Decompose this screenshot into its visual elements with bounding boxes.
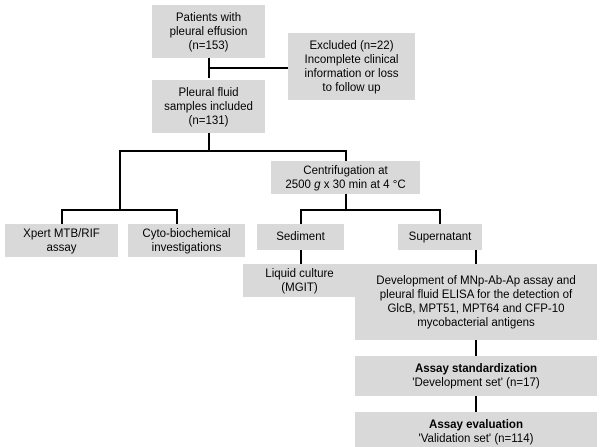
connector-split-top [119,150,346,152]
node-patients: Patients with pleural effusion (n=153) [152,5,265,58]
node-xpert: Xpert MTB/RIF assay [5,224,118,257]
node-supernatant: Supernatant [398,224,482,250]
node-standardization: Assay standardization 'Development set' … [355,356,597,396]
node-centrifugation-line-1: 2500 g x 30 min at 4 °C [285,178,405,192]
centrifugation-prefix: 2500 [285,178,315,191]
connector-cyto-down [176,209,178,224]
node-patients-line-1: pleural effusion [169,25,248,38]
connector-left-arm-down [119,150,121,210]
node-samples-included-line-0: Pleural fluid [178,86,239,99]
node-liquid-culture-line-1: (MGIT) [281,281,318,294]
node-liquid-culture-line-0: Liquid culture [265,267,334,280]
centrifugation-g-symbol: g [314,178,321,191]
node-cyto: Cyto-biochemical investigations [128,224,245,257]
node-excluded-line-1: Incomplete clinical [304,53,399,66]
node-cyto-line-0: Cyto-biochemical [142,227,231,240]
node-samples-included-line-1: samples included [164,100,253,113]
node-excluded-line-3: to follow up [322,81,381,94]
node-centrifugation: Centrifugation at 2500 g x 30 min at 4 °… [271,161,420,194]
connector-split-left [61,209,177,211]
connector-centrifugation-down [345,194,347,210]
connector-samples-down [208,133,210,151]
connector-xpert-down [61,209,63,224]
connector-split-right [300,209,440,211]
node-samples-included: Pleural fluid samples included (n=131) [152,80,265,133]
node-development-line-0: Development of MNp-Ab-Ap assay and [376,275,576,287]
node-patients-line-2: (n=153) [188,39,229,52]
node-standardization-line-0: Assay standardization [414,363,538,375]
node-samples-included-line-2: (n=131) [188,114,229,127]
node-excluded-line-0: Excluded (n=22) [309,39,394,52]
node-cyto-line-1: investigations [151,241,222,254]
node-evaluation-line-1: 'Validation set' (n=114) [418,433,534,445]
node-patients-line-0: Patients with [175,11,242,24]
connector-supernatant-down [439,209,441,224]
connector-right-arm-down [345,150,347,162]
connector-sediment-down [300,209,302,224]
node-sediment: Sediment [257,224,344,250]
connector-supernatant-to-development [475,250,477,264]
node-development-line-1: pleural fluid ELISA for the detection of [379,289,573,301]
node-excluded-line-2: information or loss [304,67,399,80]
node-liquid-culture: Liquid culture (MGIT) [243,264,356,297]
connector-sediment-to-culture [300,250,302,264]
connector-to-excluded [208,67,288,69]
node-xpert-line-1: assay [46,241,77,254]
node-centrifugation-line-0: Centrifugation at [303,164,388,177]
node-sediment-line-0: Sediment [276,231,325,243]
node-development: Development of MNp-Ab-Ap assay and pleur… [355,264,597,340]
node-development-line-2: GlcB, MPT51, MPT64 and CFP-10 [387,303,565,315]
connector-development-to-standardization [475,340,477,356]
node-evaluation: Assay evaluation 'Validation set' (n=114… [355,412,597,447]
connector-standardization-to-evaluation [475,396,477,412]
node-evaluation-line-0: Assay evaluation [429,419,523,431]
node-xpert-line-0: Xpert MTB/RIF [23,227,100,240]
centrifugation-suffix: x 30 min at 4 °C [320,178,406,191]
node-excluded: Excluded (n=22) Incomplete clinical info… [288,33,415,100]
node-supernatant-line-0: Supernatant [408,231,472,243]
node-development-line-3: mycobacterial antigens [417,317,535,329]
node-standardization-line-1: 'Development set' (n=17) [412,377,540,389]
